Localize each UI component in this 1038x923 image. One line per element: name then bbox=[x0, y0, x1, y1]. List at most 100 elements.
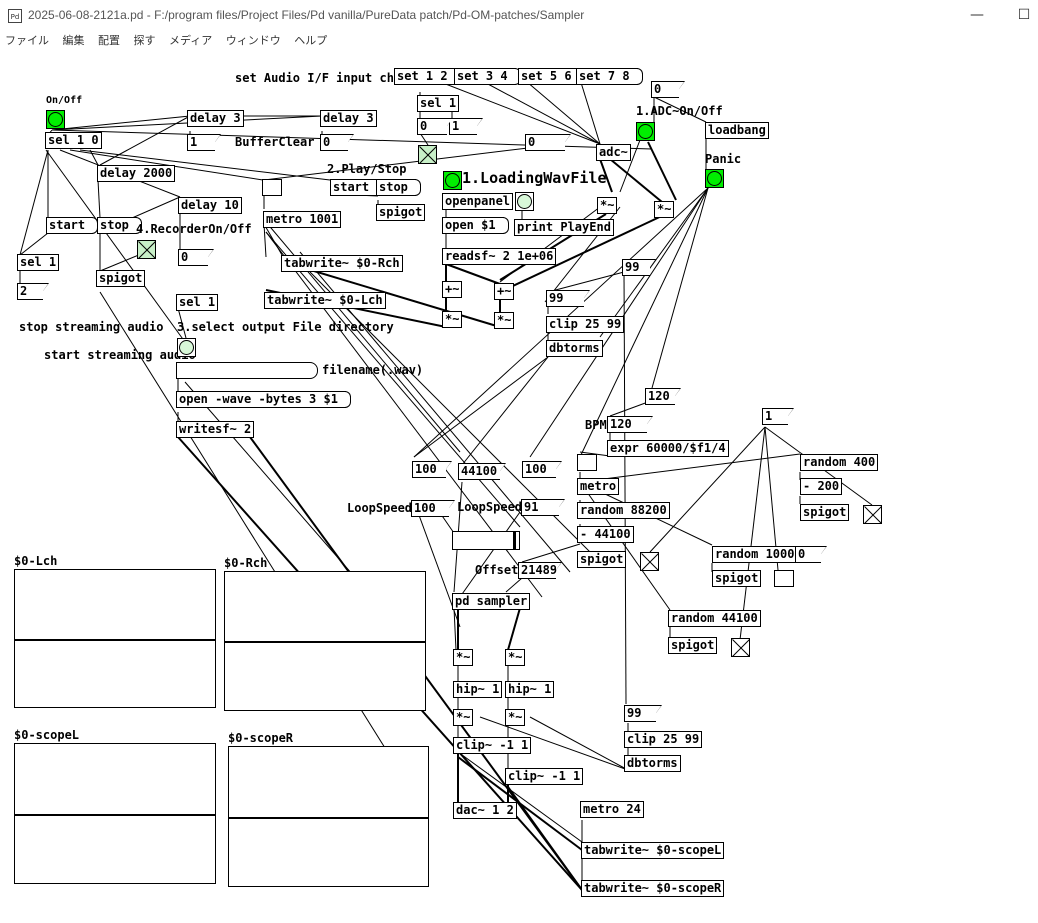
number-box[interactable]: 0 bbox=[525, 134, 571, 151]
number-box[interactable]: 100 bbox=[412, 461, 452, 478]
obj-tabwrite-scopel[interactable]: tabwrite~ $0-scopeL bbox=[581, 842, 725, 859]
msg-set-7-8[interactable]: set 7 8 bbox=[576, 68, 643, 85]
number-box[interactable]: 2 bbox=[17, 283, 49, 300]
obj-spigot[interactable]: spigot bbox=[376, 204, 426, 221]
obj-spigot[interactable]: spigot bbox=[800, 504, 850, 521]
obj-random-1000[interactable]: random 1000 bbox=[712, 546, 798, 563]
obj-minus-200[interactable]: - 200 bbox=[800, 478, 843, 495]
obj-dbtorms[interactable]: dbtorms bbox=[546, 340, 603, 357]
msg-open-wave[interactable]: open -wave -bytes 3 $1 bbox=[176, 391, 351, 408]
patch-canvas[interactable]: set Audio I/F input ch set 1 2 set 3 4 s… bbox=[0, 52, 1038, 923]
number-box[interactable]: 100 bbox=[411, 500, 455, 517]
minimize-button[interactable]: — bbox=[970, 7, 984, 23]
obj-mul[interactable]: *~ bbox=[654, 201, 675, 218]
array-graph[interactable] bbox=[14, 569, 216, 708]
msg-set-1-2[interactable]: set 1 2 bbox=[394, 68, 461, 85]
number-box[interactable]: 21489 bbox=[518, 562, 562, 579]
obj-sel-1[interactable]: sel 1 bbox=[17, 254, 60, 271]
obj-delay-3[interactable]: delay 3 bbox=[320, 110, 377, 127]
msg-stop[interactable]: stop bbox=[97, 217, 142, 234]
adc-onoff-toggle[interactable] bbox=[636, 122, 655, 141]
obj-add[interactable]: +~ bbox=[494, 283, 515, 300]
array-graph[interactable] bbox=[228, 746, 429, 887]
obj-tabwrite-lch[interactable]: tabwrite~ $0-Lch bbox=[264, 292, 386, 309]
obj-clip-signal[interactable]: clip~ -1 1 bbox=[505, 768, 584, 785]
obj-spigot[interactable]: spigot bbox=[577, 551, 627, 568]
msg-stop[interactable]: stop bbox=[376, 179, 421, 196]
obj-empty[interactable] bbox=[774, 570, 794, 587]
menu-layout[interactable]: 配置 bbox=[98, 34, 120, 47]
menu-edit[interactable]: 編集 bbox=[62, 34, 85, 47]
toggle[interactable] bbox=[863, 505, 882, 524]
msg-set-3-4[interactable]: set 3 4 bbox=[454, 68, 521, 85]
number-box[interactable]: 0 bbox=[320, 134, 354, 151]
obj-metro-24[interactable]: metro 24 bbox=[580, 801, 644, 818]
onoff-toggle[interactable] bbox=[46, 110, 65, 129]
msg-set-5-6[interactable]: set 5 6 bbox=[518, 68, 585, 85]
obj-clip[interactable]: clip 25 99 bbox=[624, 731, 703, 748]
obj-hip[interactable]: hip~ 1 bbox=[453, 681, 503, 698]
obj-add[interactable]: +~ bbox=[442, 281, 463, 298]
number-box[interactable]: 99 bbox=[624, 705, 662, 722]
obj-metro[interactable]: metro bbox=[577, 478, 620, 495]
obj-loadbang[interactable]: loadbang bbox=[705, 122, 769, 139]
number-box[interactable]: 99 bbox=[546, 290, 590, 307]
obj-mul[interactable]: *~ bbox=[442, 311, 463, 328]
number-box[interactable]: 120 bbox=[607, 416, 653, 433]
obj-mul[interactable]: *~ bbox=[505, 709, 526, 726]
menu-file[interactable]: ファイル bbox=[5, 34, 49, 47]
toggle[interactable] bbox=[640, 552, 659, 571]
obj-clip-signal[interactable]: clip~ -1 1 bbox=[453, 737, 532, 754]
obj-spigot[interactable]: spigot bbox=[668, 637, 718, 654]
select-dir-bang[interactable] bbox=[177, 338, 196, 357]
maximize-button[interactable]: ☐ bbox=[1017, 7, 1031, 23]
obj-adc[interactable]: adc~ bbox=[596, 144, 631, 161]
number-box[interactable]: 100 bbox=[522, 461, 562, 478]
toggle[interactable] bbox=[418, 145, 437, 164]
array-graph[interactable] bbox=[224, 571, 426, 711]
obj-empty[interactable] bbox=[577, 454, 597, 471]
number-box[interactable]: 1 bbox=[449, 118, 483, 135]
hslider[interactable] bbox=[452, 531, 520, 550]
obj-clip[interactable]: clip 25 99 bbox=[546, 316, 625, 333]
obj-spigot[interactable]: spigot bbox=[712, 570, 762, 587]
obj-hip[interactable]: hip~ 1 bbox=[505, 681, 555, 698]
number-box[interactable]: 1 bbox=[187, 134, 221, 151]
number-box[interactable]: 44100 bbox=[458, 463, 506, 480]
number-box[interactable]: 1 bbox=[762, 408, 794, 425]
obj-random-88200[interactable]: random 88200 bbox=[577, 502, 670, 519]
obj-dbtorms[interactable]: dbtorms bbox=[624, 755, 681, 772]
number-box[interactable]: 0 bbox=[651, 81, 685, 98]
recorder-toggle[interactable] bbox=[137, 240, 156, 259]
obj-delay-10[interactable]: delay 10 bbox=[178, 197, 242, 214]
obj-empty[interactable] bbox=[262, 179, 282, 196]
panic-bang[interactable] bbox=[705, 169, 724, 188]
obj-delay-2000[interactable]: delay 2000 bbox=[97, 165, 176, 182]
bang[interactable] bbox=[515, 192, 534, 211]
menu-window[interactable]: ウィンドウ bbox=[225, 34, 281, 47]
obj-expr[interactable]: expr 60000/$f1/4 bbox=[607, 440, 729, 457]
obj-delay-3[interactable]: delay 3 bbox=[187, 110, 244, 127]
obj-tabwrite-rch[interactable]: tabwrite~ $0-Rch bbox=[281, 255, 403, 272]
toggle[interactable] bbox=[731, 638, 750, 657]
obj-mul[interactable]: *~ bbox=[494, 312, 515, 329]
msg-start[interactable]: start bbox=[330, 179, 383, 196]
obj-tabwrite-scoper[interactable]: tabwrite~ $0-scopeR bbox=[581, 880, 725, 897]
obj-print-playend[interactable]: print PlayEnd bbox=[514, 219, 614, 236]
obj-mul[interactable]: *~ bbox=[597, 197, 618, 214]
number-box[interactable]: 120 bbox=[645, 388, 681, 405]
obj-metro-1001[interactable]: metro 1001 bbox=[263, 211, 342, 228]
menu-find[interactable]: 探す bbox=[133, 34, 156, 47]
obj-writesf[interactable]: writesf~ 2 bbox=[176, 421, 255, 438]
number-box[interactable]: 99 bbox=[622, 259, 656, 276]
obj-mul[interactable]: *~ bbox=[505, 649, 526, 666]
obj-pd-sampler[interactable]: pd sampler bbox=[452, 593, 531, 610]
menu-help[interactable]: ヘルプ bbox=[294, 34, 328, 47]
obj-minus-44100[interactable]: - 44100 bbox=[577, 526, 634, 543]
obj-mul[interactable]: *~ bbox=[453, 649, 474, 666]
obj-spigot[interactable]: spigot bbox=[96, 270, 146, 287]
symbol-box[interactable] bbox=[176, 362, 318, 379]
obj-openpanel[interactable]: openpanel bbox=[442, 193, 514, 210]
obj-mul[interactable]: *~ bbox=[453, 709, 474, 726]
obj-sel-1[interactable]: sel 1 bbox=[176, 294, 219, 311]
